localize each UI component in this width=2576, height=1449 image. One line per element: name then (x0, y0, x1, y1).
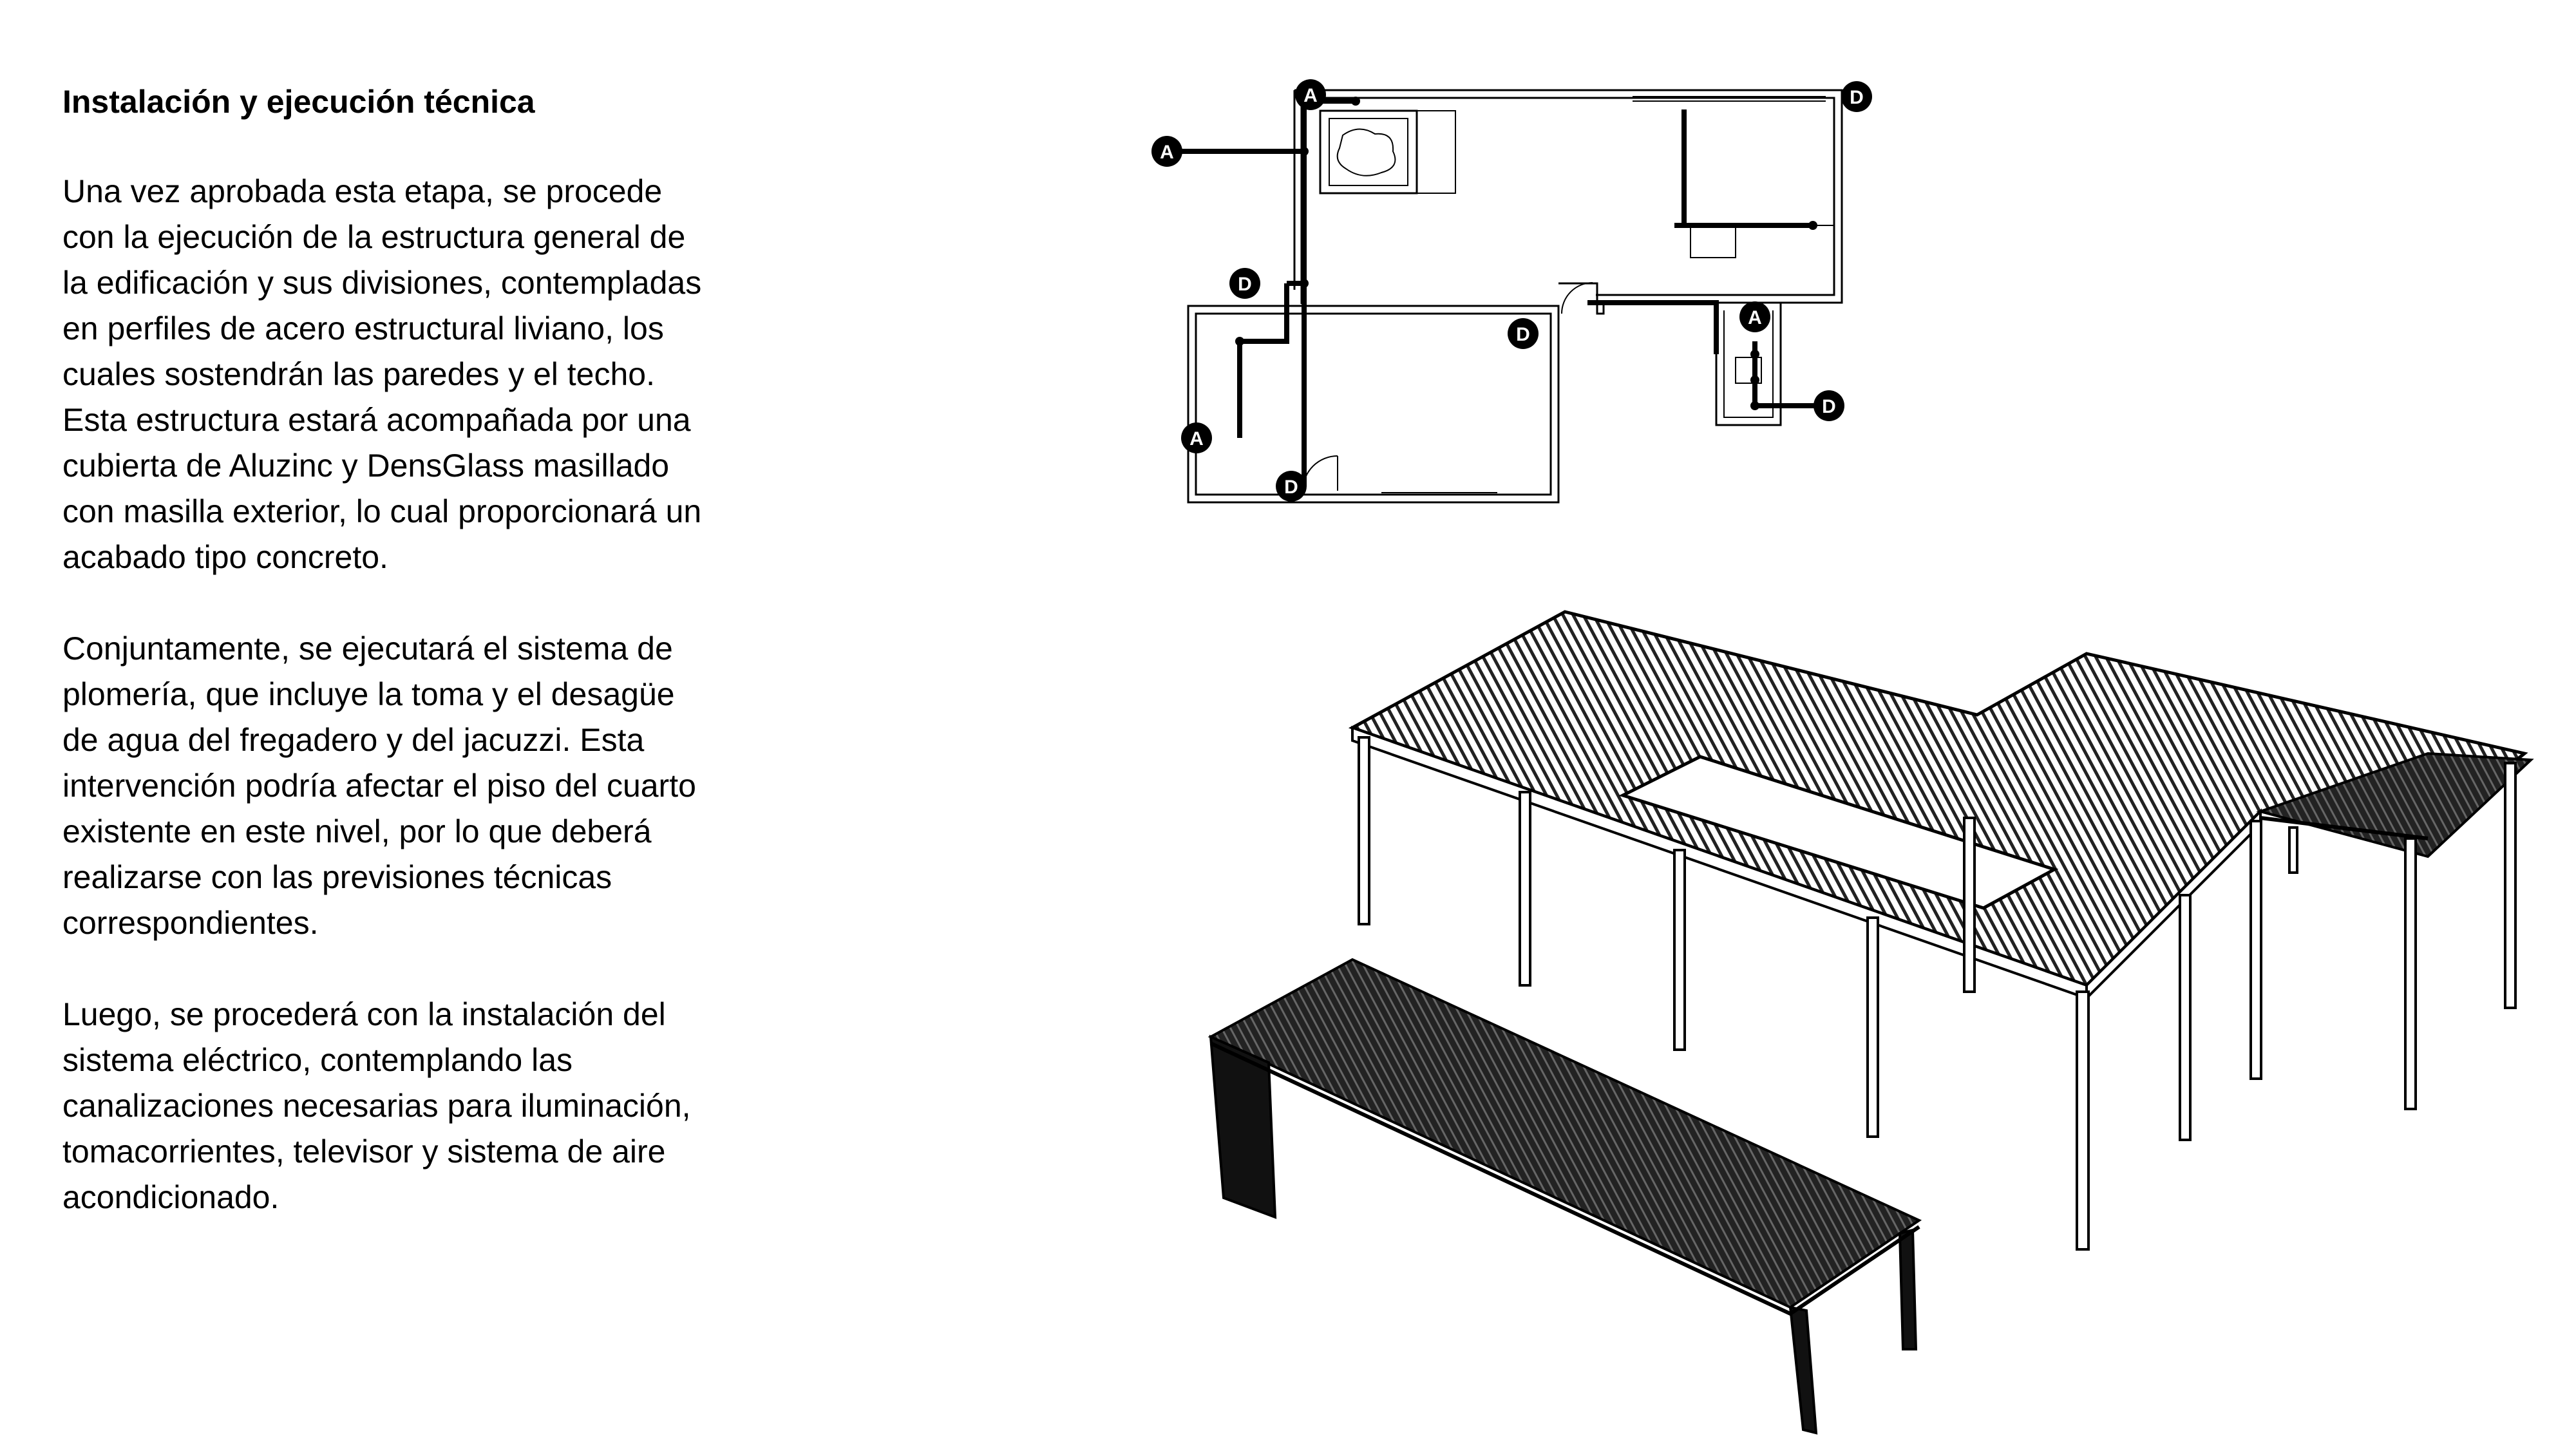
bench-top (1208, 958, 1922, 1309)
marker-a-4: A (1181, 422, 1212, 453)
svg-text:D: D (1516, 324, 1530, 345)
marker-d-2: D (1229, 268, 1260, 299)
svg-text:D: D (1822, 396, 1836, 417)
isometric-structure-drawing (1208, 610, 2534, 1435)
marker-d-3: D (1508, 318, 1539, 349)
text-column: Instalación y ejecución técnica Una vez … (62, 76, 719, 1266)
isometric-structure (1185, 599, 2550, 1436)
svg-text:A: A (1160, 142, 1174, 163)
marker-a-2: A (1295, 79, 1326, 110)
svg-text:D: D (1850, 87, 1864, 108)
section-heading: Instalación y ejecución técnica (62, 84, 535, 120)
svg-text:D: D (1284, 477, 1298, 498)
svg-text:D: D (1238, 274, 1252, 295)
marker-a-3: A (1739, 301, 1770, 332)
paragraph-structure: Una vez aprobada esta etapa, se procede … (62, 173, 702, 575)
svg-text:A: A (1748, 307, 1762, 328)
marker-d-5: D (1276, 471, 1307, 502)
marker-d-1: D (1841, 81, 1872, 112)
marker-a-1: A (1151, 136, 1182, 167)
floor-plan-drawing: A A D D D A D A (1151, 79, 1872, 504)
plumbing-floor-plan: A A D D D A D A (1137, 71, 1897, 515)
svg-text:A: A (1303, 85, 1318, 106)
paragraph-plumbing: Conjuntamente, se ejecutará el sistema d… (62, 630, 696, 941)
paragraph-electrical: Luego, se procederá con la instalación d… (62, 996, 691, 1215)
svg-text:A: A (1189, 428, 1204, 450)
marker-d-4: D (1814, 390, 1844, 421)
